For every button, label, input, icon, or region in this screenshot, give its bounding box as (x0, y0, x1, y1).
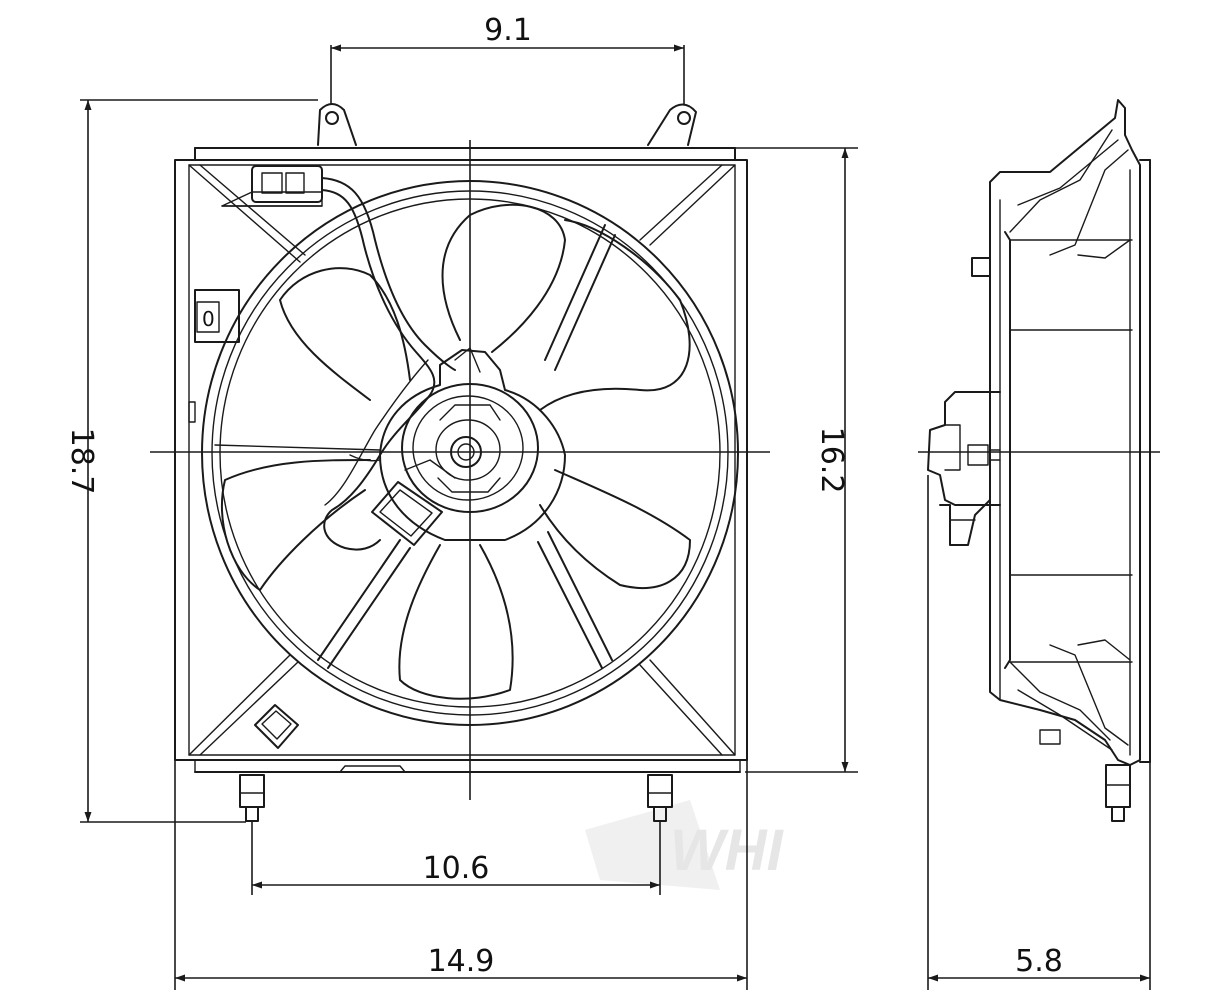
dimension-label: 14.9 (428, 944, 495, 979)
connector-mark: 0 (202, 307, 215, 331)
watermark-logo: WHI (585, 800, 785, 890)
motor-plug (371, 459, 456, 546)
fan-blade (441, 203, 566, 353)
dimension-overall-height: 18.7 (64, 99, 318, 823)
watermark-text: WHI (670, 818, 785, 883)
fan-blade (221, 459, 371, 591)
dimension-label: 5.8 (1015, 944, 1063, 979)
side-bracket: 0 (188, 289, 240, 423)
fan-blade (539, 469, 691, 589)
side-view-pin (1105, 764, 1131, 822)
side-view-motor (927, 391, 1001, 546)
dimension-depth: 5.8 (927, 475, 1151, 990)
harness-connector (221, 165, 323, 207)
bottom-mount-pin-right (647, 774, 673, 822)
dimension-bottom-mount: 10.6 (251, 822, 661, 895)
shroud-frame (174, 147, 748, 773)
fan-blade (279, 267, 411, 401)
label-plate (254, 704, 299, 749)
side-view (918, 99, 1160, 822)
top-mount-tab-left (317, 103, 357, 146)
fan-blade (398, 544, 514, 700)
dimension-top-mount: 9.1 (330, 13, 685, 105)
centerlines (150, 140, 770, 800)
top-mount-tab-right (647, 103, 697, 146)
dimension-label: 9.1 (484, 13, 532, 48)
dimension-label: 10.6 (423, 851, 490, 886)
fan-blade (539, 219, 691, 411)
wiring-harness (321, 177, 456, 551)
bottom-mount-pin-left (239, 774, 265, 822)
dimension-overall-width: 14.9 (174, 760, 748, 990)
motor-hub (379, 347, 566, 541)
motor-spokes (214, 224, 616, 669)
front-view: 0 (150, 103, 770, 822)
dimension-shroud-height: 16.2 (735, 147, 858, 773)
fan-blades (221, 203, 691, 700)
dimension-label: 18.7 (64, 428, 99, 495)
dimension-label: 16.2 (814, 427, 849, 494)
